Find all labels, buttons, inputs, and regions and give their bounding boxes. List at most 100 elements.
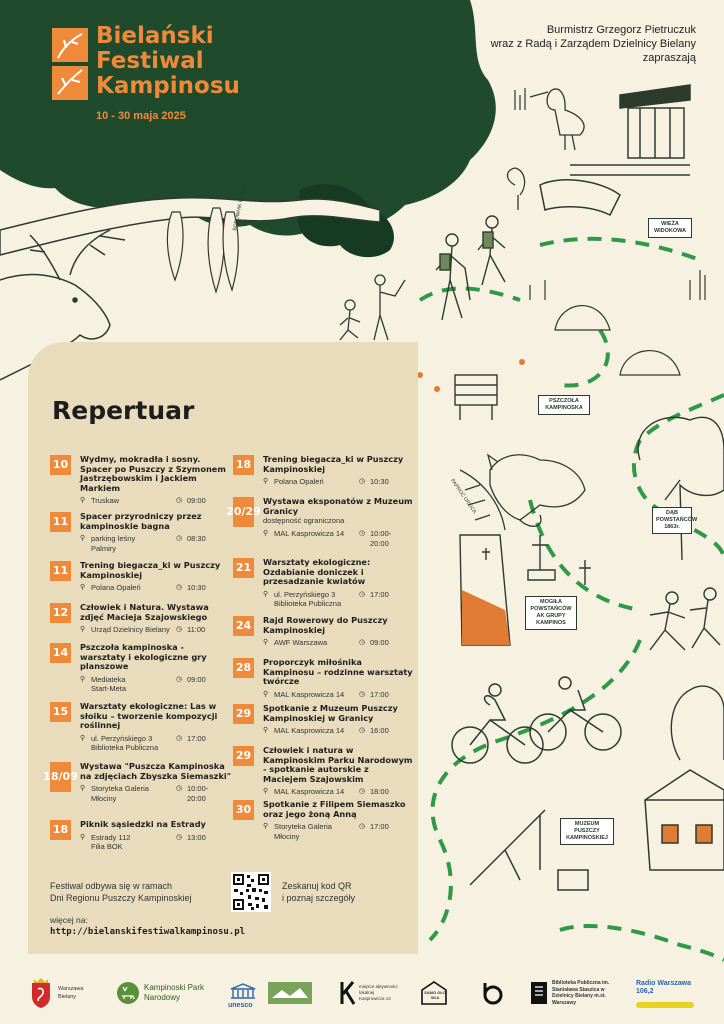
event-item: 14 Pszczoła kampinoska - warsztaty i eko… (50, 642, 232, 702)
clock-icon: ◷ (359, 530, 366, 537)
event-time: 10:00-20:00 (187, 784, 209, 803)
location-pin-icon: ⚲ (80, 833, 86, 841)
more-info-label: więcej na: (50, 915, 88, 925)
event-time: 08:30 (187, 534, 206, 543)
repertoire-panel (28, 342, 418, 954)
bench-icon (454, 374, 498, 420)
clock-icon: ◷ (176, 833, 183, 841)
location-pin-icon: ⚲ (263, 478, 269, 485)
logo-warszawa-bielany: Warszawa Bielany (30, 968, 90, 1018)
event-title: Wystawa eksponatów z Muzeum Granicy (263, 496, 413, 516)
event-location: ul. Perzyńskiego 3 Biblioteka Publiczna (91, 733, 159, 753)
clock-icon: ◷ (176, 785, 183, 792)
hikers-icon (435, 215, 506, 321)
event-note: dostępność ograniczona (263, 516, 345, 525)
lynx-icon (486, 453, 586, 527)
event-location: Estrady 112 Filia BOK (91, 832, 131, 852)
samogloska-house-icon (421, 981, 447, 1005)
event-title: Warsztaty ekologiczne: Las w słoiku – tw… (80, 701, 218, 730)
event-location: Urząd Dzielnicy Bielany (91, 625, 170, 634)
event-item: 18 Trening biegacza_ki w Puszczy Kampino… (233, 454, 415, 497)
event-day-badge: 29 (233, 746, 254, 766)
event-day-badge: 20/29 (226, 497, 261, 527)
event-title: Spacer przyrodniczy przez kampinoskie ba… (80, 511, 202, 531)
event-day-badge: 30 (233, 800, 254, 820)
organizers-text: Burmistrz Grzegorz Pietruczuk wraz z Rad… (490, 24, 696, 64)
logo-unesco: unesco (228, 968, 258, 1018)
logo-biosphere (268, 968, 312, 1018)
location-pin-icon: ⚲ (80, 734, 86, 742)
clock-icon: ◷ (359, 788, 366, 795)
event-location: Polana Opaleń (274, 477, 324, 486)
boardwalk-icon (539, 179, 621, 217)
event-title: Pszczoła kampinoska - warsztaty i ekolog… (80, 642, 207, 671)
b-symbol-icon (483, 983, 503, 1005)
logo-biblioteka: Biblioteka Publiczna im. Stanisława Stas… (530, 968, 622, 1018)
festival-logo-icon (52, 28, 88, 100)
event-time: 09:00 (370, 638, 389, 647)
event-day-badge: 28 (233, 658, 254, 678)
unesco-temple-icon (230, 983, 256, 999)
observation-tower-icon (570, 84, 691, 176)
event-location: Storyteka Galeria Młociny (91, 784, 149, 803)
event-item: 28 Proporczyk miłośnika Kampinosu – rodz… (233, 657, 415, 704)
event-time: 10:00-20:00 (370, 529, 392, 548)
event-title: Spotkanie z Filipem Siemaszko oraz jego … (263, 799, 406, 819)
location-pin-icon: ⚲ (263, 823, 269, 830)
event-item: 10 Wydmy, mokradła i sosny. Spacer po Pu… (50, 454, 232, 512)
event-location: MAL Kasprowicza 14 (274, 787, 345, 796)
event-time: 09:00 (187, 496, 206, 505)
event-time: 17:00 (370, 589, 389, 599)
clock-icon: ◷ (359, 639, 366, 646)
events-left-column: 10 Wydmy, mokradła i sosny. Spacer po Pu… (43, 454, 232, 860)
festival-dates: 10 - 30 maja 2025 (96, 110, 186, 122)
grave-cross-icon (527, 535, 591, 585)
qr-code-icon[interactable] (231, 872, 271, 912)
event-title: Proporczyk miłośnika Kampinosu – rodzinn… (263, 657, 413, 686)
event-location: MAL Kasprowicza 14 (274, 529, 345, 538)
clock-icon: ◷ (359, 823, 366, 830)
biosphere-logo-icon (268, 982, 312, 1004)
tree-right-icon (670, 685, 724, 761)
festival-title: Bielański Festiwal Kampinosu (96, 23, 240, 99)
event-title: Warsztaty ekologiczne: Ozdabianie donicz… (263, 557, 371, 586)
sign-observation-tower: WIEŻA WIDOKOWA (648, 218, 692, 238)
monument-icon (459, 534, 511, 646)
event-time: 17:00 (370, 689, 389, 699)
location-pin-icon: ⚲ (263, 590, 269, 598)
event-item: 18/09 Wystawa "Puszcza Kampinoska na zdj… (43, 761, 232, 820)
event-item: 21 Warsztaty ekologiczne: Ozdabianie don… (233, 557, 415, 616)
event-title: Wydmy, mokradła i sosny. Spacer po Puszc… (80, 454, 226, 493)
logo-b-symbol (478, 968, 504, 1018)
event-title: Piknik sąsiedzki na Estrady (80, 819, 206, 829)
event-day-badge: 10 (50, 455, 71, 475)
event-day-badge: 24 (233, 616, 254, 636)
qr-instructions: Zeskanuj kod QR i poznaj szczegóły (282, 881, 356, 903)
grass-icon (514, 88, 706, 376)
event-location: Polana Opaleń (91, 583, 141, 592)
event-location: AWF Warszawa (274, 638, 328, 647)
logo-radio-warszawa: Radio Warszawa 106,2 (636, 968, 694, 1018)
logo-kampinoski-park: Kampinoski Park Narodowy (116, 968, 214, 1018)
festival-url-link[interactable]: http://bielanskifestiwalkampinosu.pl (50, 927, 246, 937)
location-pin-icon: ⚲ (263, 690, 269, 698)
clock-icon: ◷ (359, 478, 366, 485)
tree-branch (0, 196, 381, 256)
location-pin-icon: ⚲ (80, 584, 86, 591)
clock-icon: ◷ (176, 535, 183, 542)
event-item: 20/29 Wystawa eksponatów z Muzeum Granic… (226, 496, 415, 558)
event-day-badge: 12 (50, 603, 71, 623)
location-pin-icon: ⚲ (263, 639, 269, 646)
event-item: 29 Spotkanie z Muzeum Puszczy Kampinoski… (233, 703, 415, 746)
clock-icon: ◷ (176, 675, 183, 683)
event-day-badge: 14 (50, 643, 71, 663)
event-item: 15 Warsztaty ekologiczne: Las w słoiku –… (50, 701, 232, 762)
logo-samo-gloska: SAMO GŁO SKA (420, 968, 448, 1018)
children-icon (339, 274, 406, 341)
warszawa-crest-icon (32, 978, 50, 1008)
clock-icon: ◷ (359, 727, 366, 734)
repertoire-title: Repertuar (52, 396, 195, 425)
event-time: 16:00 (370, 726, 389, 735)
event-day-badge: 11 (50, 561, 71, 581)
sign-museum: MUZEUM PUSZCZY KAMPINOSKIEJ (560, 818, 614, 845)
